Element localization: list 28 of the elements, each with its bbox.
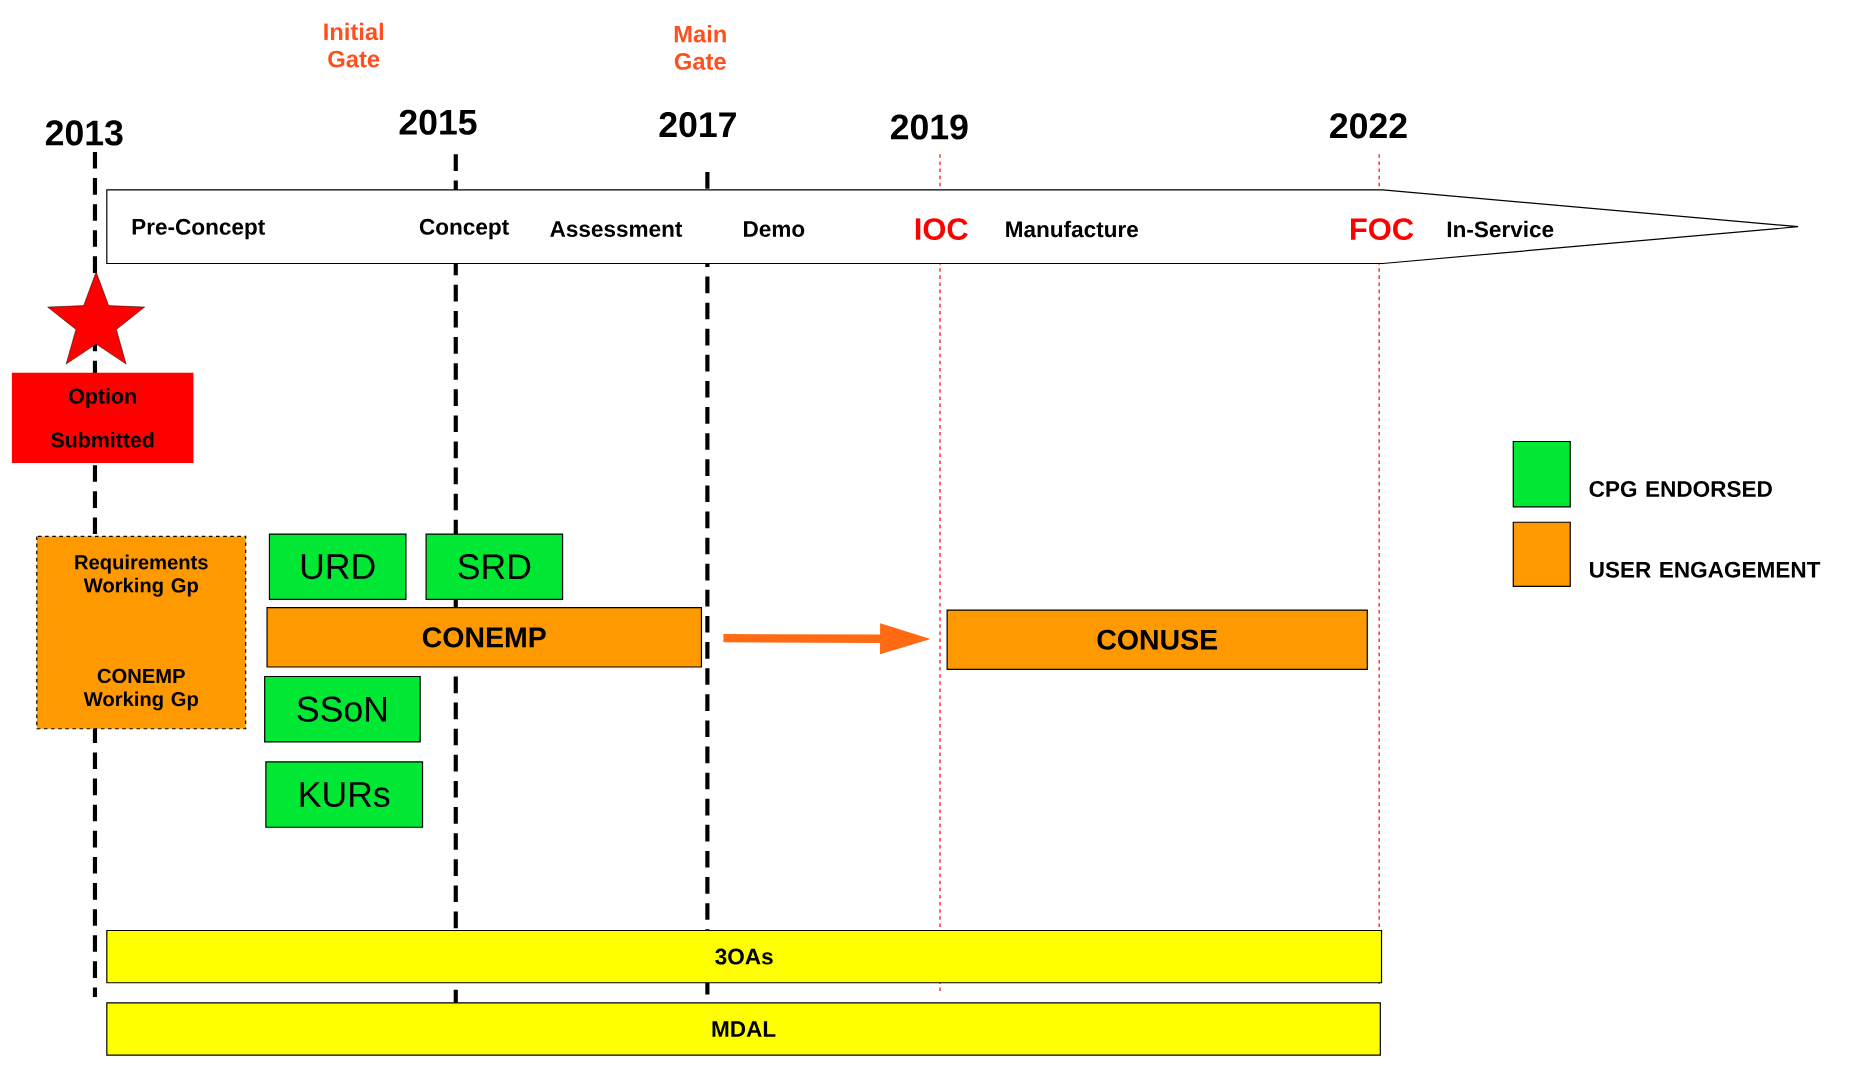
document-box: CONUSE	[946, 609, 1368, 670]
gate-label: Main Gate	[674, 25, 726, 70]
year-label: 2015	[399, 109, 477, 135]
phase-label: In-Service	[1447, 220, 1554, 238]
phase-label: Concept	[419, 218, 509, 240]
document-box: CONEMP	[266, 607, 703, 668]
star-icon	[47, 271, 145, 365]
phase-label: FOC	[1351, 218, 1414, 240]
timeline-bar: MDAL	[106, 1002, 1381, 1056]
year-label: 2017	[659, 112, 736, 138]
year-label: 2022	[1330, 113, 1407, 139]
phase-label: Manufacture	[1006, 220, 1138, 238]
document-box: URD	[268, 533, 407, 600]
year-label: 2019	[890, 114, 968, 140]
document-box: SSoN	[264, 675, 421, 743]
gate-label: Initial Gate	[324, 22, 383, 68]
working-group-box: Requirements Working Gp CONEMP Working Gp	[36, 535, 247, 730]
phase-label: Assessment	[550, 221, 683, 237]
phase-label: Demo	[744, 221, 805, 237]
year-label: 2013	[45, 120, 123, 146]
legend-label: USER ENGAGEMENT	[1590, 561, 1821, 578]
legend-label: CPG ENDORSED	[1589, 481, 1772, 497]
phase-label: Pre-Concept	[132, 218, 265, 240]
timeline-bar: 3OAs	[106, 929, 1383, 984]
document-box: SRD	[425, 533, 564, 600]
option-box: Option Submitted	[11, 372, 194, 463]
phase-label: IOC	[915, 218, 968, 240]
document-box: KURs	[265, 761, 424, 828]
